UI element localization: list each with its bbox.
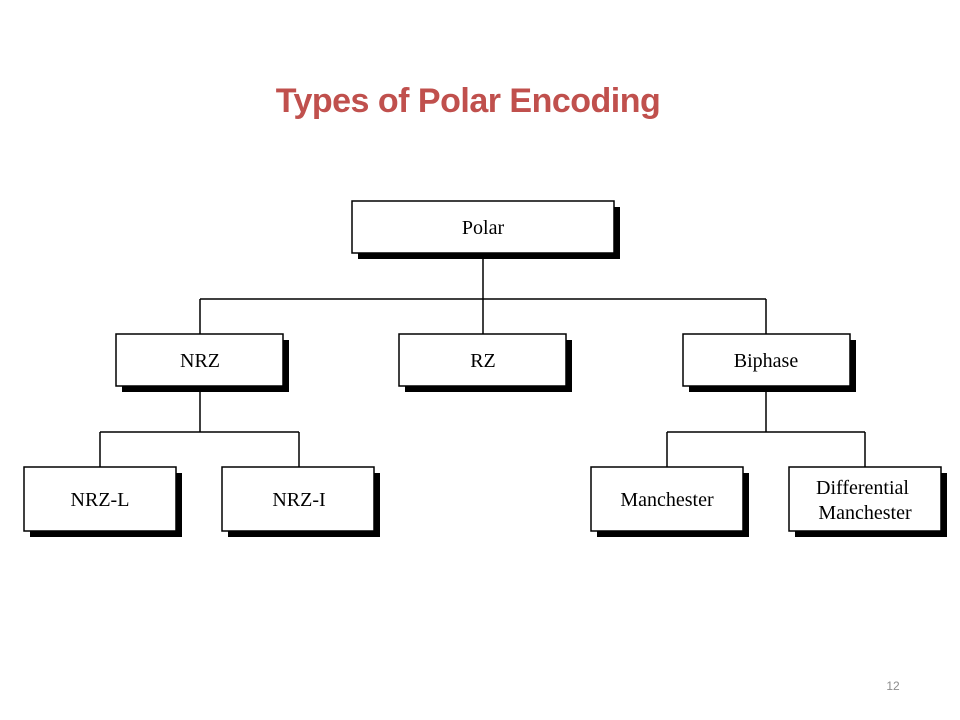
node-label-biphase: Biphase [734, 350, 799, 372]
node-box [115, 333, 284, 387]
node-rz: RZ [398, 333, 572, 392]
node-box [23, 466, 177, 532]
node-nrz-i: NRZ-I [221, 466, 380, 537]
connector-lines [99, 253, 866, 467]
node-polar: Polar [351, 200, 620, 259]
node-label-nrz-l: NRZ-L [71, 489, 130, 511]
node-box [788, 466, 942, 532]
node-biphase: Biphase [682, 333, 856, 392]
node-nrz-l: NRZ-L [23, 466, 182, 537]
slide-title: Types of Polar Encoding [275, 82, 661, 120]
node-differential-manchester: Differential Manchester [788, 466, 947, 537]
node-box [351, 200, 615, 254]
node-label-manchester: Manchester [620, 489, 714, 511]
node-box [682, 333, 851, 387]
node-box [221, 466, 375, 532]
page-number: 12 [886, 679, 900, 693]
node-label-polar: Polar [462, 217, 505, 239]
node-manchester: Manchester [590, 466, 749, 537]
node-box [398, 333, 567, 387]
node-label-nrz: NRZ [180, 350, 220, 372]
node-nrz: NRZ [115, 333, 289, 392]
node-label-line: Manchester [818, 502, 912, 524]
node-label-differential-manchester: Differential Manchester [816, 477, 914, 524]
node-label-rz: RZ [470, 350, 496, 372]
node-label-line: Differential [816, 477, 909, 499]
node-box [590, 466, 744, 532]
node-label-nrz-i: NRZ-I [272, 489, 325, 511]
